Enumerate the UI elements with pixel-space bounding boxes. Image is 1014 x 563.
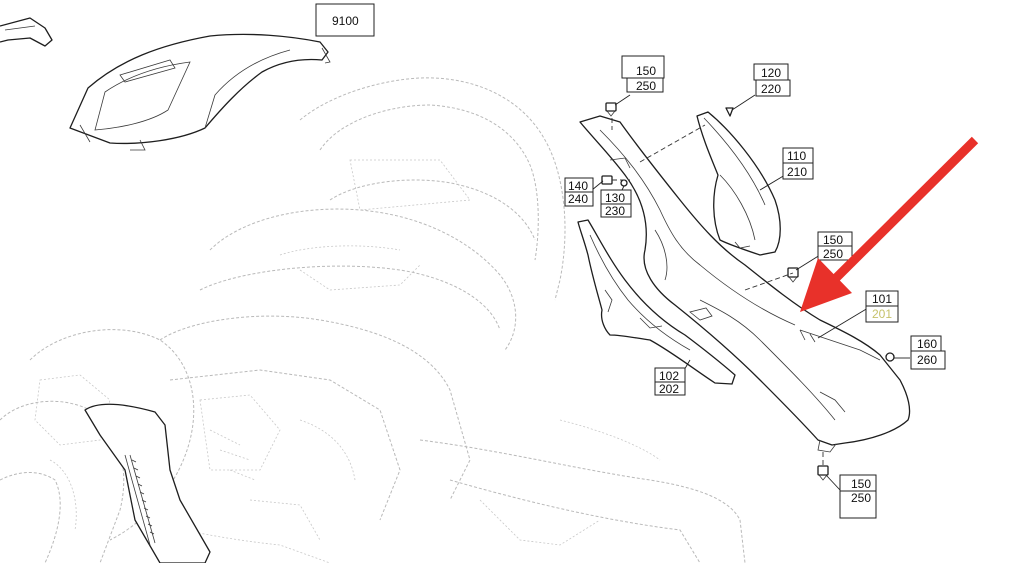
fastener-150-top	[605, 102, 617, 117]
callout-102-sub: 202	[659, 382, 679, 396]
part-110-deflector	[696, 111, 781, 256]
fasteners	[601, 102, 895, 481]
callout-150-top: 150 250	[621, 55, 665, 93]
callout-150-mid: 150 250	[817, 231, 853, 261]
fastener-120	[725, 107, 734, 117]
callout-140-label: 140	[568, 179, 588, 193]
callout-101: 101 201	[865, 290, 899, 323]
callout-9100: 9100	[315, 3, 375, 37]
assembly-lines	[611, 118, 824, 466]
callout-150-mid-label: 150	[823, 233, 843, 247]
callout-150-bottom: 150 250	[839, 474, 877, 519]
callout-120: 120 220	[753, 63, 791, 97]
fastener-140	[601, 175, 613, 185]
callout-110-sub: 210	[787, 165, 807, 179]
part-left-side-panel	[84, 403, 211, 563]
callout-150-bottom-label: 150	[851, 477, 871, 491]
callout-150-mid-sub: 250	[823, 247, 843, 261]
fastener-160	[885, 352, 895, 362]
part-101-main-panel	[579, 115, 911, 453]
callout-140: 140 240	[564, 177, 594, 207]
fastener-150-bottom	[817, 465, 829, 481]
part-9100-fairing	[69, 33, 331, 151]
callout-130-sub: 230	[605, 204, 625, 218]
part-102-lower-trim	[577, 219, 736, 385]
callout-101-sub: 201	[872, 307, 892, 321]
callout-101-label: 101	[872, 292, 892, 306]
callout-150-top-label: 150	[636, 64, 656, 78]
callout-140-sub: 240	[568, 192, 588, 206]
fastener-150-mid	[787, 267, 799, 283]
callout-9100-top: 9100	[332, 14, 359, 28]
callout-150-top-sub: 250	[636, 79, 656, 93]
callout-102: 102 202	[654, 367, 686, 396]
callout-120-label: 120	[761, 66, 781, 80]
callout-150-bottom-sub: 250	[851, 491, 871, 505]
callout-130: 130 230	[600, 189, 632, 218]
part-top-left-fragment	[0, 17, 53, 47]
fastener-130	[620, 179, 628, 187]
callout-160-sub: 260	[917, 353, 937, 367]
callout-110-label: 110	[787, 149, 806, 163]
callout-160-label: 160	[917, 337, 937, 351]
callout-120-sub: 220	[761, 82, 781, 96]
callout-160: 160 260	[910, 335, 946, 370]
callout-102-label: 102	[659, 369, 679, 383]
red-pointer-arrow	[800, 136, 979, 312]
callout-130-label: 130	[605, 191, 625, 205]
callout-110: 110 210	[782, 147, 814, 180]
